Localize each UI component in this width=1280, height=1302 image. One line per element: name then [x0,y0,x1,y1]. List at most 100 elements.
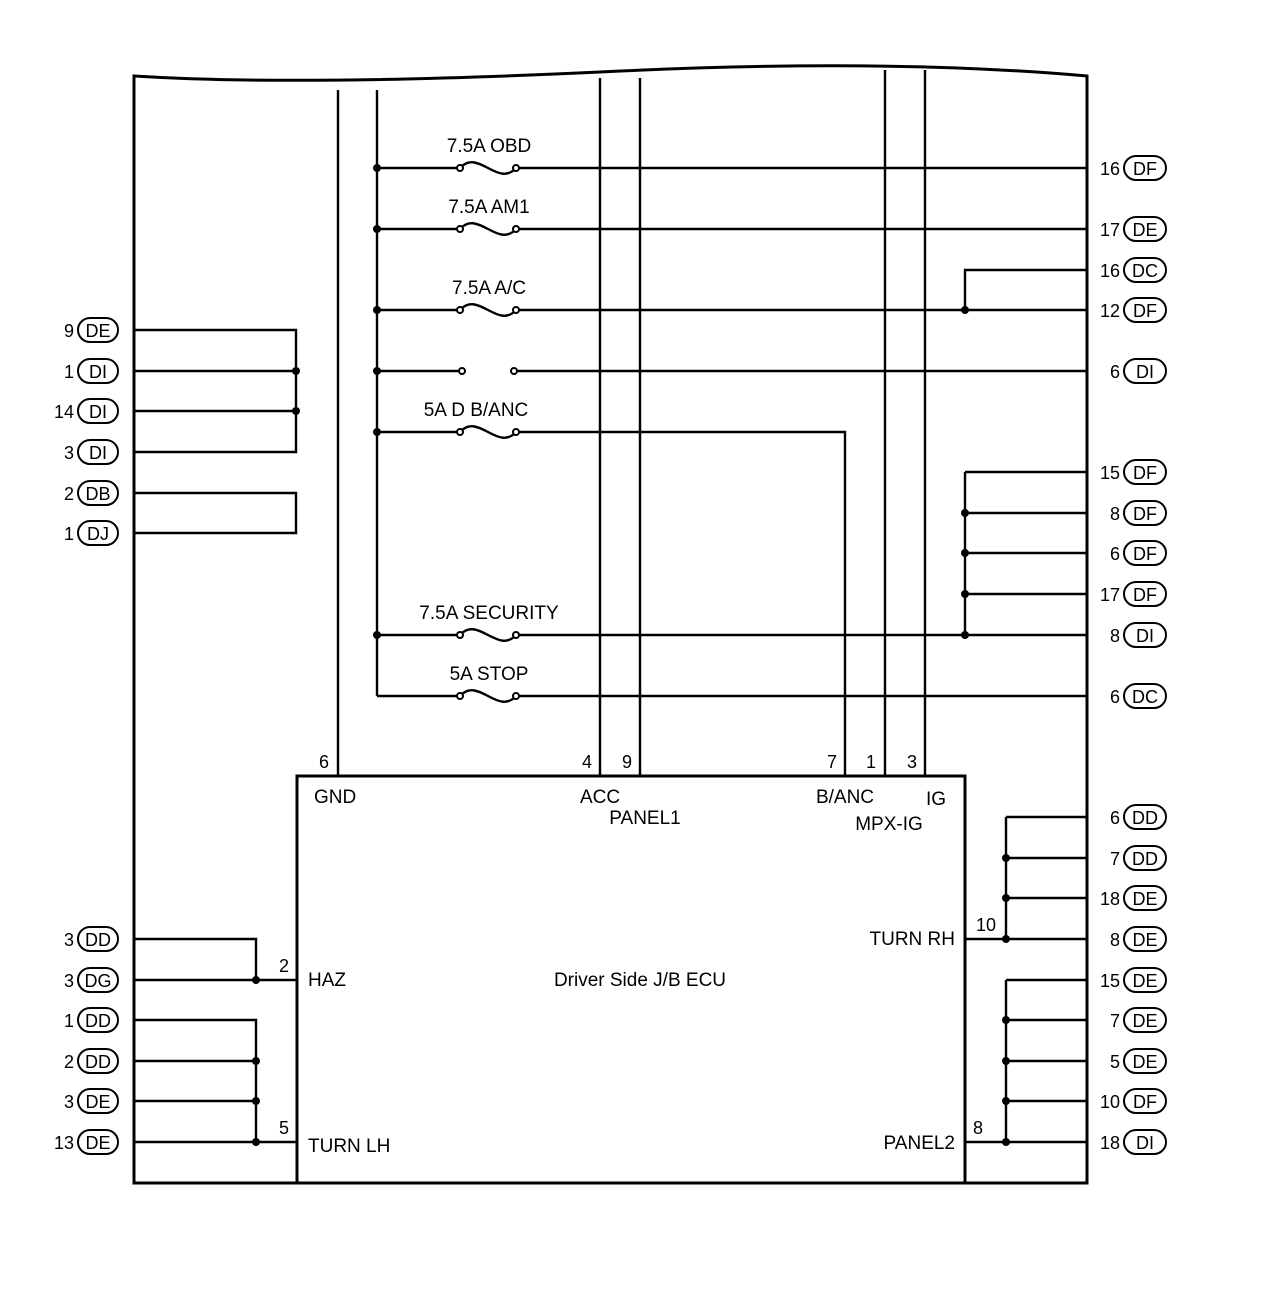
pin-banc: 7 [827,752,837,772]
svg-text:6: 6 [1110,808,1120,828]
left-splice-haz [134,937,297,984]
svg-text:DF: DF [1133,463,1157,483]
svg-text:DF: DF [1133,1092,1157,1112]
svg-text:8: 8 [1110,504,1120,524]
left-jumper [134,491,298,535]
svg-text:DE: DE [1132,220,1157,240]
ecu-title: Driver Side J/B ECU [554,970,726,991]
right-connector: 6 DC [1110,683,1167,709]
left-connector: 3 DE [64,1088,119,1114]
terminal-turnrh-label: TURN RH [870,929,956,950]
terminal-panel2-label: PANEL2 [884,1133,955,1154]
svg-text:DI: DI [1136,626,1154,646]
svg-text:15: 15 [1100,971,1120,991]
svg-text:12: 12 [1100,301,1120,321]
svg-text:1: 1 [64,1011,74,1031]
svg-text:DF: DF [1133,544,1157,564]
right-connector: 17 DE [1100,216,1167,242]
right-connector: 6 DD [1110,804,1167,830]
fuse-row-banc: 5A D B/ANC [373,400,847,776]
terminal-haz-label: HAZ [308,970,346,991]
svg-text:3: 3 [64,971,74,991]
left-connector: 3 DI [64,439,119,465]
pin-acc: 4 [582,752,592,772]
svg-text:3: 3 [64,1092,74,1112]
svg-text:DE: DE [1132,971,1157,991]
left-splice-turnlh [134,1018,297,1146]
left-splice-upper [134,328,300,454]
svg-text:18: 18 [1100,889,1120,909]
svg-text:16: 16 [1100,261,1120,281]
svg-text:8: 8 [1110,930,1120,950]
right-connector: 10 DF [1100,1088,1167,1114]
left-connector: 9 DE [64,317,119,343]
left-connector: 3 DD [64,926,119,952]
fuse-row-am1: 7.5A AM1 [373,197,1087,236]
fuse-label: 7.5A OBD [447,136,532,157]
svg-text:2: 2 [64,484,74,504]
right-splice-security [961,470,1087,639]
svg-text:DB: DB [85,484,110,504]
right-connector: 8 DF [1110,500,1167,526]
svg-text:DE: DE [1132,889,1157,909]
svg-text:3: 3 [64,930,74,950]
svg-text:DG: DG [85,971,112,991]
right-connector: 18 DE [1100,885,1167,911]
svg-text:1: 1 [64,524,74,544]
terminal-mpxig-label: MPX-IG [855,814,923,835]
terminal-turnlh-label: TURN LH [308,1136,390,1157]
svg-text:10: 10 [1100,1092,1120,1112]
right-connector: 15 DF [1100,459,1167,485]
svg-text:DE: DE [85,321,110,341]
right-connector: 8 DI [1110,622,1167,648]
right-connector: 12 DF [1100,297,1167,323]
svg-text:14: 14 [54,402,74,422]
right-connector: 6 DF [1110,540,1167,566]
svg-text:16: 16 [1100,159,1120,179]
pin-turnrh: 10 [976,915,996,935]
terminal-banc-label: B/ANC [816,787,874,808]
fuse-label: 7.5A AM1 [448,197,529,218]
svg-text:DD: DD [85,1052,111,1072]
fuse-row-open [373,367,1087,375]
fuse-row-security: 7.5A SECURITY [373,603,1087,642]
svg-text:3: 3 [64,443,74,463]
svg-text:7: 7 [1110,1011,1120,1031]
svg-text:DE: DE [85,1092,110,1112]
fuse-label: 7.5A SECURITY [419,603,559,624]
svg-text:DI: DI [1136,1133,1154,1153]
left-connector: 1 DD [64,1007,119,1033]
svg-text:DF: DF [1133,159,1157,179]
left-connector: 2 DD [64,1048,119,1074]
left-connector: 14 DI [54,398,119,424]
svg-text:9: 9 [64,321,74,341]
right-connector: 7 DE [1110,1007,1167,1033]
left-connector: 13 DE [54,1129,119,1155]
right-connector: 18 DI [1100,1129,1167,1155]
terminal-ig-label: IG [926,789,946,810]
svg-text:DD: DD [1132,808,1158,828]
right-connector: 17 DF [1100,581,1167,607]
svg-text:18: 18 [1100,1133,1120,1153]
svg-text:DC: DC [1132,687,1158,707]
right-splice-panel2 [965,978,1087,1146]
svg-text:13: 13 [54,1133,74,1153]
svg-text:DE: DE [1132,930,1157,950]
svg-text:DD: DD [85,1011,111,1031]
svg-text:1: 1 [64,362,74,382]
pin-panel1: 9 [622,752,632,772]
svg-text:6: 6 [1110,687,1120,707]
pin-turnlh: 5 [279,1118,289,1138]
svg-text:5: 5 [1110,1052,1120,1072]
terminal-acc-label: ACC [580,787,620,808]
junction-block-frame [132,64,1089,1185]
svg-text:DD: DD [85,930,111,950]
svg-text:6: 6 [1110,362,1120,382]
svg-text:DI: DI [89,402,107,422]
svg-text:8: 8 [1110,626,1120,646]
svg-text:DE: DE [85,1133,110,1153]
terminal-gnd-label: GND [314,787,356,808]
svg-text:DF: DF [1133,301,1157,321]
svg-text:DE: DE [1132,1052,1157,1072]
